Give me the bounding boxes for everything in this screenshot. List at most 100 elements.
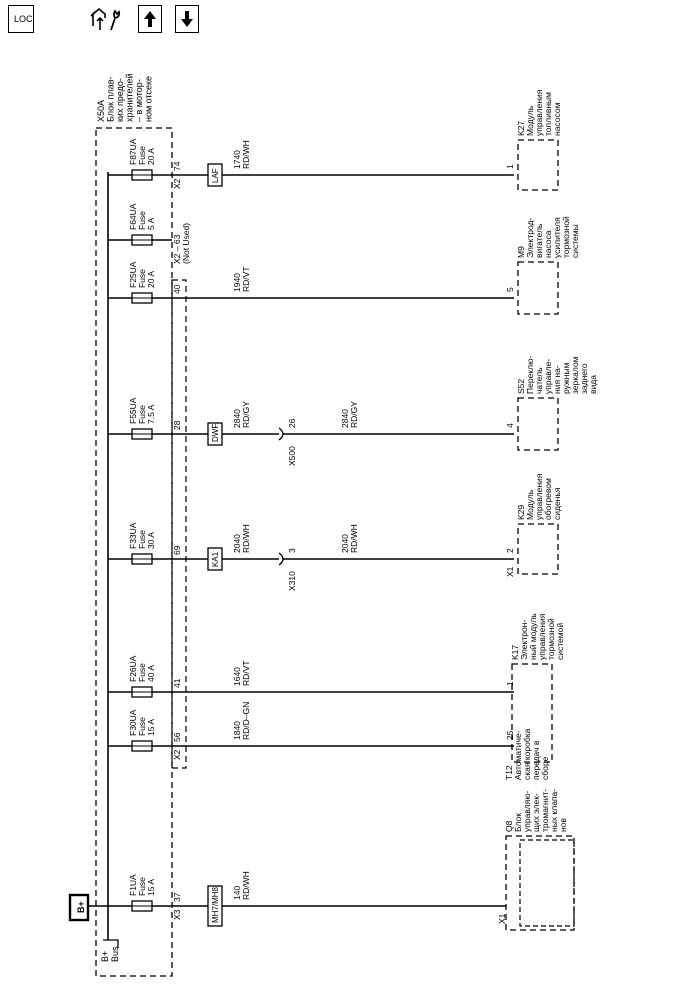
network-tool-icon bbox=[90, 7, 121, 31]
module-box bbox=[517, 523, 559, 575]
fuse-label-line-3: 20 A bbox=[146, 271, 156, 288]
connector-label: X2 bbox=[172, 178, 182, 189]
bus-label-line-2: Bus bbox=[110, 946, 120, 962]
module-label-line-4: насоса bbox=[543, 230, 553, 258]
arrow-down-icon bbox=[181, 11, 193, 27]
wire-label-line-2: RD/VT bbox=[241, 661, 251, 687]
module-label: Q8Блокуправляю-щих элек-тромагнит-ных кл… bbox=[504, 789, 568, 832]
wire-label: 2040RD/WH bbox=[232, 524, 251, 553]
module-label-line-6: системой bbox=[555, 623, 565, 660]
toolbar: LOC bbox=[0, 0, 700, 48]
fuse-label-line-2: Fuse bbox=[137, 530, 147, 549]
module-connector: X1 bbox=[497, 913, 507, 924]
module-label-line-6: тормозной bbox=[561, 216, 571, 258]
fuse-label-line-1: F25UA bbox=[128, 261, 138, 288]
fuse-label-line-1: F64UA bbox=[128, 203, 138, 230]
module-label-line-1: Q8 bbox=[504, 820, 514, 832]
pin-number: 56 bbox=[172, 732, 182, 742]
locate-label: LOC bbox=[14, 14, 33, 24]
fuse-label-line-1: F30UA bbox=[128, 709, 138, 736]
wire-label-line-2: RD/D–GN bbox=[241, 702, 251, 740]
wire-label: 140RD/WH bbox=[232, 871, 251, 900]
page-up-button[interactable] bbox=[138, 5, 162, 33]
module-pin: 1 bbox=[505, 681, 515, 686]
fuse-block-line-3: хранителей bbox=[125, 73, 135, 122]
module2-label-line-5: сборе bbox=[540, 756, 550, 780]
module-label-line-3: ный модуль bbox=[528, 613, 538, 660]
splice-label: LAF bbox=[211, 168, 220, 183]
page-down-button[interactable] bbox=[175, 5, 199, 33]
module-label-line-8: заднего bbox=[579, 363, 589, 394]
module-label: M9Электрод-вигательнасосаусилителятормоз… bbox=[516, 216, 580, 258]
module-label-line-6: ных клапа- bbox=[549, 789, 559, 832]
module-label-line-5: тормозной bbox=[546, 618, 556, 660]
fuse-label: F55UAFuse7.5 A bbox=[128, 397, 156, 424]
not-used-label-line-2: (Not Used) bbox=[181, 223, 191, 264]
fuse-label-line-1: F1UA bbox=[128, 874, 138, 896]
module-label-line-2: Модуль bbox=[525, 105, 535, 136]
fuse-label-line-2: Fuse bbox=[137, 717, 147, 736]
pin-number: 74 bbox=[172, 161, 182, 171]
fuse-block-line-4: – в мотор- bbox=[134, 79, 144, 122]
fuse-label-line-3: 7.5 A bbox=[146, 404, 156, 424]
module-box bbox=[517, 261, 559, 315]
module2-label: T12Автоматиче-ская коробкапередач всборе bbox=[504, 728, 550, 780]
module2-label-line-4: передач в bbox=[531, 740, 541, 780]
pin-number: 40 bbox=[172, 284, 182, 294]
fuse-label: F87UAFuse20 A bbox=[128, 138, 156, 165]
module-label-line-4: топливным bbox=[543, 92, 553, 136]
module-label-line-2: Переклю- bbox=[525, 356, 535, 394]
fuse-label-line-3: 15 A bbox=[146, 719, 156, 736]
fuse-label-line-1: F87UA bbox=[128, 138, 138, 165]
wire-label: 1640RD/VT bbox=[232, 661, 251, 687]
module-label-line-5: ния на- bbox=[552, 365, 562, 394]
module2-label-line-1: T12 bbox=[504, 765, 514, 780]
module-label-line-3: управления bbox=[534, 473, 544, 520]
inline-connector bbox=[278, 427, 284, 441]
fuse-label-line-3: 15 A bbox=[146, 879, 156, 896]
module-label-line-2: Блок bbox=[513, 813, 523, 832]
bus-label-line-1: B+ bbox=[100, 951, 110, 962]
module-label-line-7: нов bbox=[558, 818, 568, 832]
fuse-label: F1UAFuse15 A bbox=[128, 874, 156, 896]
wire-label-line-2: RD/WH bbox=[241, 524, 251, 553]
module2-label-line-3: ская коробка bbox=[522, 728, 532, 780]
wire-label: 1740RD/WH bbox=[232, 140, 251, 169]
not-used-label-line-1: X2 – 63 bbox=[172, 234, 182, 264]
wire-label-2-line-2: RD/WH bbox=[349, 524, 359, 553]
wire-label-line-1: 140 bbox=[232, 886, 242, 900]
wire-label: 1940RD/VT bbox=[232, 267, 251, 293]
network-tool-button[interactable] bbox=[88, 5, 122, 33]
module-connector: X1 bbox=[505, 566, 515, 577]
wire-label-line-1: 1940 bbox=[232, 273, 242, 292]
module-label-line-1: M9 bbox=[516, 246, 526, 258]
module-box bbox=[517, 139, 559, 191]
wire-label-line-2: RD/GY bbox=[241, 401, 251, 428]
module-label-line-1: K27 bbox=[516, 121, 526, 136]
wire-label: 1840RD/D–GN bbox=[232, 702, 251, 740]
wire-label-line-1: 1640 bbox=[232, 667, 242, 686]
wire-label-line-2: RD/VT bbox=[241, 267, 251, 293]
locate-button[interactable]: LOC bbox=[8, 5, 34, 33]
module-label-line-4: управле- bbox=[543, 359, 553, 394]
wire-label-line-2: RD/WH bbox=[241, 140, 251, 169]
wire-label-2: 2840RD/GY bbox=[340, 401, 359, 428]
wire-label-2: 2040RD/WH bbox=[340, 524, 359, 553]
module-label-line-6: ружным bbox=[561, 363, 571, 394]
fuse-label-line-2: Fuse bbox=[137, 211, 147, 230]
module-label-line-5: тромагнит- bbox=[540, 789, 550, 832]
fuse-block-title: X50A Блок плав- ких предо- хранителей – … bbox=[96, 71, 154, 122]
module-label-line-4: щих элек- bbox=[531, 793, 541, 832]
module-pin: 2 bbox=[505, 548, 515, 553]
fuse-block-ref: X50A bbox=[96, 100, 106, 122]
module-label-line-1: S52 bbox=[516, 379, 526, 394]
bplus-box-frame bbox=[68, 893, 90, 922]
circuit-f64ua: F64UAFuse5 AX2 – 63(Not Used) bbox=[108, 203, 191, 264]
module-label-line-3: управления bbox=[534, 89, 544, 136]
connector-label: X2 bbox=[172, 749, 182, 760]
module-label-line-1: K29 bbox=[516, 505, 526, 520]
